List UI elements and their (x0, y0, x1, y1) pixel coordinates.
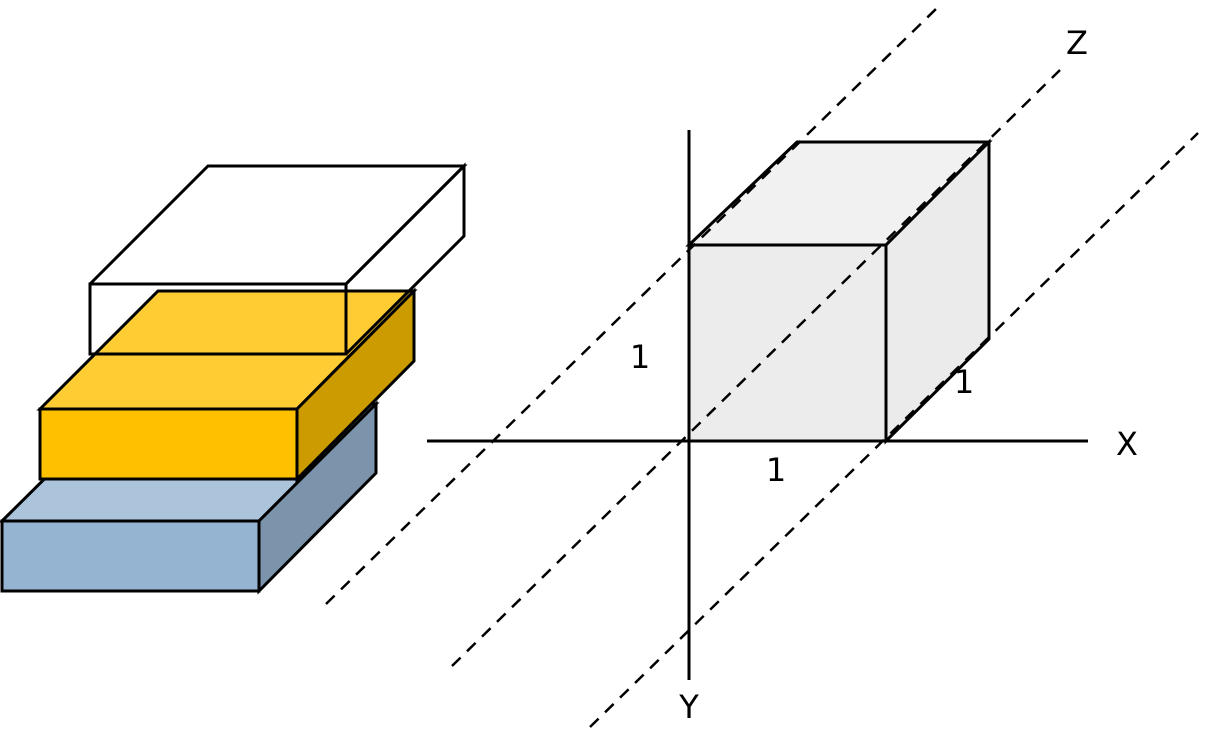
outline-slab-top (88, 164, 468, 286)
height-dimension-label: 1 (630, 338, 650, 376)
outline-slab (88, 162, 468, 356)
depth-dimension-label: 1 (954, 363, 974, 401)
unit-cube (685, 138, 993, 445)
yellow-slab-front (38, 407, 299, 481)
dashed-line-lower (589, 132, 1199, 728)
x-axis-label: X (1116, 425, 1138, 463)
width-dimension-label: 1 (766, 451, 786, 489)
z-axis-label: Z (1066, 24, 1088, 62)
blue-slab-front (0, 519, 261, 593)
outline-slab-side (344, 162, 466, 356)
dashed-line-upper (325, 7, 938, 605)
outline-slab-front (88, 282, 348, 356)
z-axis (451, 69, 1061, 667)
yellow-slab (36, 287, 418, 483)
y-axis-label: Y (678, 688, 699, 726)
cube-front-face (687, 243, 888, 443)
